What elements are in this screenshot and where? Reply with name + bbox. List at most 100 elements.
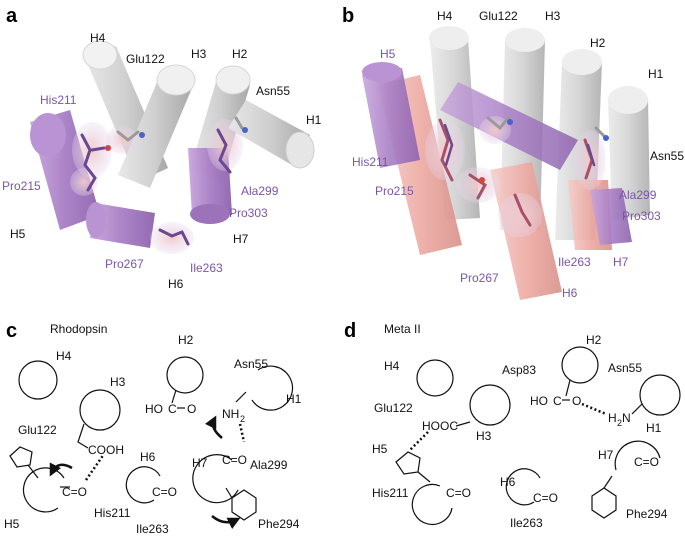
panel-d-helix-h3-circle	[469, 384, 511, 426]
panel-d-glu-bond	[455, 421, 471, 427]
panel-c-helix-h4-circle	[18, 360, 58, 400]
panel-d-label-o: O	[572, 394, 581, 408]
panel-c-label-ile263: Ile263	[136, 522, 169, 536]
panel-d-label-glu122: Glu122	[374, 401, 413, 415]
panel-c-label-h7: H7	[192, 456, 208, 470]
panel-d-label-co-his: C=O	[446, 486, 471, 500]
panel-letter-d: d	[344, 320, 356, 342]
panel-c-helix-h1-arc	[251, 365, 294, 411]
panel-c-label-phe294: Phe294	[258, 517, 300, 531]
panel-c-asn-bond	[235, 391, 247, 403]
panel-d-label-co-ile: C=O	[533, 491, 558, 505]
panel-c-helix-h2-circle	[166, 356, 204, 394]
panel-d-label-ile263: Ile263	[510, 516, 543, 530]
panel-c-helix-h7-arc	[192, 454, 239, 504]
panel-b-label-h1: H1	[648, 67, 664, 81]
panel-d-phe-ring	[591, 487, 617, 519]
panel-d-pro-ring	[395, 451, 421, 475]
panel-c-label-h2: H2	[178, 333, 194, 347]
panel-b-helix-h7	[590, 188, 632, 245]
panel-b-label-h6: H6	[562, 286, 578, 300]
panel-a: a	[2, 5, 322, 291]
panel-c-label-co-ala: C=O	[222, 453, 247, 467]
panel-d-label-h2: H2	[586, 333, 602, 347]
panel-a-label-his211: His211	[40, 93, 77, 107]
panel-b-label-glu122: Glu122	[479, 9, 518, 23]
panel-c-label-co-ile: C=O	[152, 485, 177, 499]
panel-d-label-ho: HO	[530, 394, 548, 408]
panel-c: c Rhodopsin H4 H3 COOH Glu122 C=O H5 His…	[4, 320, 302, 536]
panel-d-asp-bond	[565, 379, 571, 397]
panel-c-hbond-asn	[238, 423, 246, 443]
panel-c-label-h3: H3	[110, 375, 126, 389]
panel-c-phe-ring	[231, 489, 257, 521]
panel-c-label-nh-sub: 2	[240, 414, 245, 424]
panel-a-label-h6: H6	[168, 277, 184, 291]
panel-d-helix-h2-circle	[561, 346, 599, 384]
panel-c-asp-bond	[171, 389, 177, 404]
panel-b-label-pro267: Pro267	[460, 271, 499, 285]
panel-b-label-ile263: Ile263	[558, 255, 591, 269]
panel-d-helix-h6-arc	[505, 468, 541, 506]
panel-a-label-ala299: Ala299	[241, 184, 279, 198]
panel-d-label-c: C	[553, 394, 562, 408]
panel-b-label-h7: H7	[613, 255, 629, 269]
panel-a-label-pro267: Pro267	[105, 257, 144, 271]
panel-c-label-nh: NH	[222, 407, 239, 421]
panel-c-label-c: C	[168, 402, 177, 416]
panel-d-label-phe294: Phe294	[626, 507, 668, 521]
panel-b-label-h3: H3	[545, 9, 561, 23]
panel-c-helix-h6-arc	[125, 466, 161, 504]
panel-c-label-h4: H4	[56, 349, 72, 363]
panel-c-title: Rhodopsin	[50, 322, 107, 336]
panel-c-glu-bond	[77, 423, 89, 449]
panel-a-label-ile263: Ile263	[190, 261, 223, 275]
panel-a-label-h7: H7	[233, 232, 249, 246]
panel-d-label-his211: His211	[372, 486, 409, 500]
panel-d-title: Meta II	[384, 322, 421, 336]
panel-letter-b: b	[342, 5, 354, 27]
panel-b-label-h2: H2	[590, 36, 606, 50]
panel-d-label-h4: H4	[384, 359, 400, 373]
panel-a-label-glu122: Glu122	[126, 52, 165, 66]
panel-d-label-h3: H3	[476, 429, 492, 443]
panel-d-label-asp83: Asp83	[502, 363, 536, 377]
panel-c-label-h1: H1	[286, 392, 302, 406]
panel-d-label-h6: H6	[500, 475, 516, 489]
panel-c-label-o: O	[187, 402, 196, 416]
panel-a-helix-h5	[30, 110, 100, 230]
panel-c-label-asn55: Asn55	[234, 357, 268, 371]
panel-a-helix-h3	[118, 64, 196, 188]
panel-a-helix-h6	[86, 202, 155, 248]
panel-d-helix-h1-circle	[639, 374, 681, 416]
panel-b-label-asn55: Asn55	[650, 149, 684, 163]
panel-a-label-pro303: Pro303	[229, 206, 268, 220]
panel-d-label-asn55: Asn55	[608, 361, 642, 375]
panel-b-label-his211: His211	[352, 155, 389, 169]
panel-c-arrow-h7	[211, 515, 241, 529]
panel-a-label-asn55: Asn55	[256, 84, 290, 98]
panel-d-hbond-glu	[409, 431, 429, 451]
panel-c-arrow-h1	[205, 415, 223, 439]
panel-c-label-his211: His211	[94, 506, 131, 520]
panel-a-helix-h1	[228, 100, 315, 169]
panel-c-label-cooh: COOH	[88, 443, 124, 457]
panel-a-label-h1: H1	[306, 113, 322, 127]
panel-d-label-h-sub: 2	[617, 418, 622, 428]
panel-a-label-h3: H3	[191, 47, 207, 61]
panel-c-label-h5: H5	[4, 517, 20, 531]
panel-letter-c: c	[6, 320, 17, 342]
panel-c-label-h6: H6	[140, 450, 156, 464]
panel-d-phe-bond	[603, 475, 613, 489]
panel-b-label-h5: H5	[380, 47, 396, 61]
panel-a-label-h2: H2	[232, 47, 248, 61]
panel-a-label-pro215: Pro215	[2, 179, 41, 193]
panel-c-phe-bond	[225, 487, 233, 499]
panel-d-label-h5: H5	[372, 442, 388, 456]
panel-c-arrow-h5	[49, 462, 73, 477]
panel-a-label-h5: H5	[10, 227, 26, 241]
panel-b-label-h4: H4	[437, 9, 453, 23]
panel-c-label-ho: HO	[145, 402, 163, 416]
panel-b: b	[342, 5, 684, 300]
